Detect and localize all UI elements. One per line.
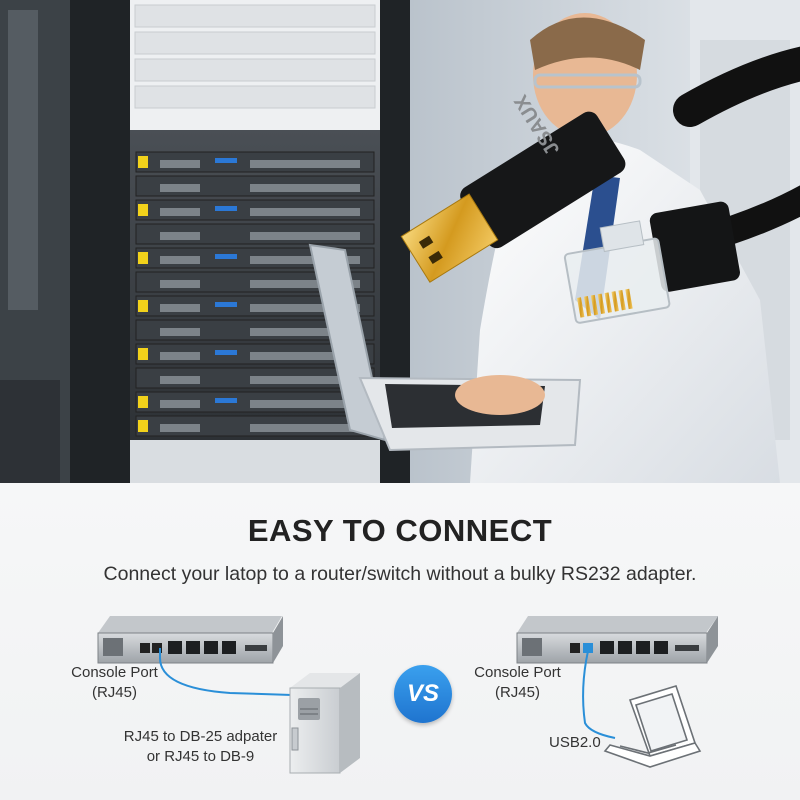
left-switch-device <box>97 616 283 664</box>
page-title: EASY TO CONNECT <box>247 513 553 548</box>
left-console-port-label: Console Port (RJ45) <box>67 663 162 703</box>
adapter-label: RJ45 to DB-25 adpater or RJ45 to DB-9 <box>118 727 283 767</box>
pc-tower-device <box>289 673 360 774</box>
left-port-label-line2: (RJ45) <box>91 684 137 701</box>
left-cable-line <box>159 648 293 696</box>
right-console-port-label: Console Port (RJ45) <box>470 663 565 703</box>
right-port-label-line1: Console Port <box>474 664 561 681</box>
hero-photo: JSAUX <box>0 0 800 483</box>
vs-badge: VS <box>394 665 452 723</box>
adapter-label-line1: RJ45 to DB-25 adpater <box>123 728 278 745</box>
page-subtitle: Connect your latop to a router/switch wi… <box>103 563 697 585</box>
right-cable-line <box>582 650 616 739</box>
laptop-drawing <box>603 685 702 768</box>
left-port-label-line1: Console Port <box>71 664 158 681</box>
right-port-label-line2: (RJ45) <box>494 684 540 701</box>
usb-label: USB2.0 <box>549 734 601 751</box>
right-switch-device <box>516 616 718 664</box>
adapter-label-line2: or RJ45 to DB-9 <box>146 748 255 765</box>
comparison-diagram <box>97 616 718 774</box>
